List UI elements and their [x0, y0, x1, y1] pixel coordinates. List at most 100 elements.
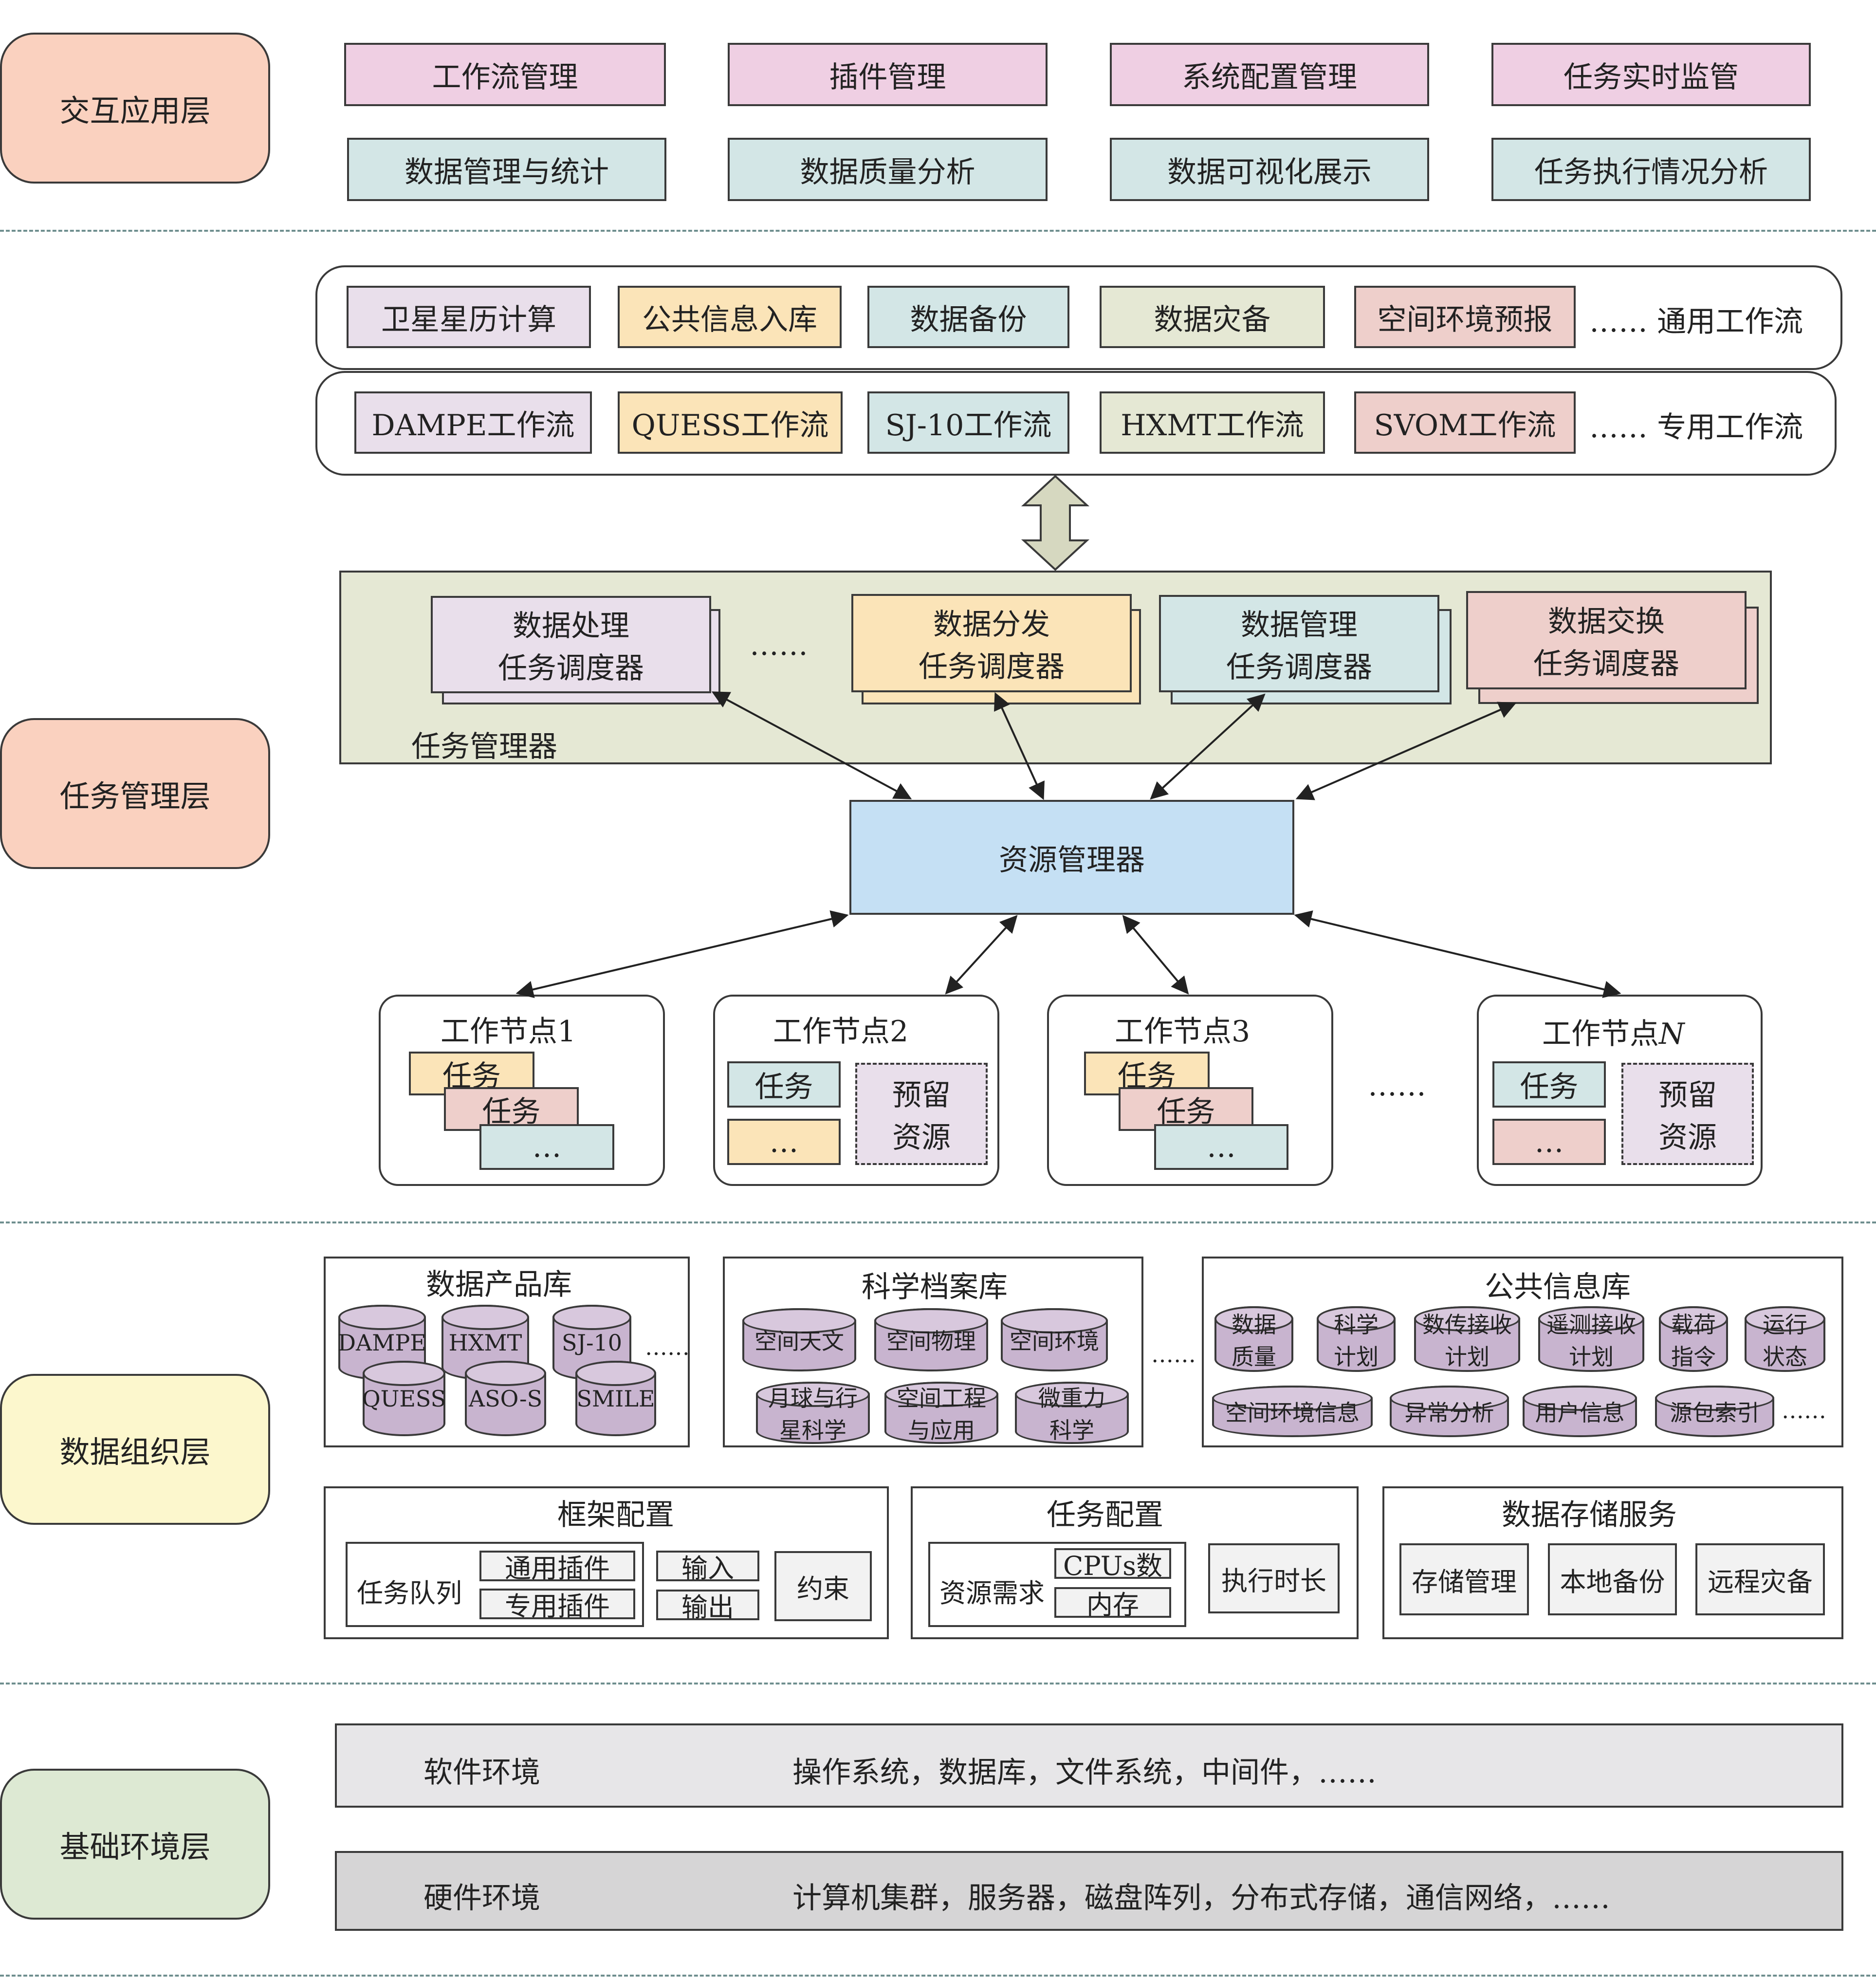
software-env-label: 软件环境	[423, 1756, 540, 1790]
db-label: 源包索引	[1670, 1400, 1760, 1426]
workflow-management-box[interactable]: 工作流管理	[344, 43, 666, 106]
db-label: 状态	[1763, 1343, 1807, 1370]
libraries-ellipsis: ……	[1151, 1341, 1196, 1368]
storage-management-item[interactable]: 存储管理	[1399, 1543, 1529, 1615]
space-environment-db-icon[interactable]: 空间环境	[1001, 1308, 1108, 1371]
hardware-env-desc: 计算机集群，服务器，磁盘阵列，分布式存储，通信网络，……	[792, 1881, 1610, 1915]
data-backup-workflow[interactable]: 数据备份	[867, 286, 1069, 348]
box-label: 数据备份	[910, 302, 1027, 337]
packet-index-db-icon[interactable]: 源包索引	[1655, 1386, 1774, 1437]
constraint-item[interactable]: 约束	[774, 1551, 872, 1621]
box-label: 数据质量分析	[800, 155, 975, 189]
remote-backup-item[interactable]: 远程灾备	[1695, 1543, 1825, 1615]
box-label: 插件管理	[829, 60, 946, 94]
public-info-ingest-workflow[interactable]: 公共信息入库	[618, 286, 842, 348]
general-plugin-item[interactable]: 通用插件	[479, 1551, 635, 1584]
node-task: 任务	[1119, 1087, 1253, 1131]
scheduler-line1: 数据管理	[1241, 608, 1358, 642]
downlink-plan-db-icon[interactable]: 数传接收计划	[1414, 1306, 1520, 1372]
svom-workflow[interactable]: SVOM工作流	[1354, 391, 1576, 454]
arrow	[515, 910, 849, 999]
duration-item[interactable]: 执行时长	[1208, 1543, 1340, 1613]
data-stats-box[interactable]: 数据管理与统计	[347, 138, 666, 201]
anomaly-analysis-db-icon[interactable]: 异常分析	[1390, 1386, 1509, 1437]
output-item[interactable]: 输出	[656, 1590, 759, 1623]
worker-node-title-text: 工作节点	[1542, 1017, 1659, 1051]
item-label: 执行时长	[1221, 1565, 1326, 1596]
cpus-item[interactable]: CPUs数	[1054, 1548, 1171, 1581]
task-execution-box[interactable]: 任务执行情况分析	[1491, 138, 1811, 201]
dampe-workflow[interactable]: DAMPE工作流	[354, 391, 592, 454]
box-label: 系统配置管理	[1182, 60, 1357, 94]
space-weather-workflow[interactable]: 空间环境预报	[1354, 286, 1576, 348]
software-env-desc: 操作系统，数据库，文件系统，中间件，……	[792, 1756, 1377, 1790]
layer-infrastructure: 基础环境层	[0, 1769, 270, 1920]
layer-data-organization: 数据组织层	[0, 1374, 270, 1525]
ephemeris-workflow[interactable]: 卫星星历计算	[347, 286, 591, 348]
task-label: 任务	[1157, 1094, 1215, 1129]
hxmt-workflow[interactable]: HXMT工作流	[1100, 391, 1325, 454]
separator	[0, 1683, 1876, 1684]
db-label: 质量	[1232, 1343, 1276, 1370]
quess-db-icon[interactable]: QUESS	[362, 1361, 446, 1436]
data-visualization-box[interactable]: 数据可视化展示	[1110, 138, 1429, 201]
input-item[interactable]: 输入	[656, 1551, 759, 1584]
layer-infrastructure-label: 基础环境层	[59, 1829, 211, 1865]
hxmt-db-icon[interactable]: HXMT	[441, 1305, 529, 1380]
plugin-management-box[interactable]: 插件管理	[728, 43, 1048, 106]
scheduler-line1: 数据处理	[513, 609, 629, 643]
telemetry-plan-db-icon[interactable]: 遥测接收计划	[1538, 1306, 1644, 1372]
data-exchange-scheduler[interactable]: 数据交换 任务调度器	[1466, 591, 1747, 689]
software-environment	[335, 1723, 1843, 1808]
sj10-workflow[interactable]: SJ-10工作流	[867, 391, 1069, 454]
aso-s-db-icon[interactable]: ASO-S	[465, 1361, 546, 1436]
data-quality-db-icon[interactable]: 数据质量	[1214, 1306, 1293, 1372]
user-info-db-icon[interactable]: 用户信息	[1523, 1386, 1637, 1437]
data-processing-scheduler[interactable]: 数据处理 任务调度器	[431, 596, 711, 693]
task-queue-label: 任务队列	[357, 1578, 462, 1609]
box-label: 数据可视化展示	[1167, 155, 1372, 189]
nodes-ellipsis: ……	[1368, 1069, 1426, 1103]
db-ellipsis: ……	[645, 1334, 690, 1360]
box-label: 任务执行情况分析	[1534, 155, 1768, 189]
db-label: 月球与行	[768, 1385, 858, 1411]
item-label: 通用插件	[505, 1553, 610, 1584]
scheduler-line2: 任务调度器	[1533, 647, 1679, 681]
separator	[0, 1975, 1876, 1977]
data-management-scheduler[interactable]: 数据管理 任务调度器	[1159, 595, 1439, 692]
space-physics-db-icon[interactable]: 空间物理	[874, 1308, 988, 1371]
box-label: 工作流管理	[432, 60, 578, 94]
resource-manager[interactable]: 资源管理器	[849, 800, 1294, 915]
memory-item[interactable]: 内存	[1054, 1587, 1171, 1620]
box-label: 任务实时监管	[1563, 60, 1739, 94]
storage-service	[1382, 1486, 1843, 1639]
db-label: ASO-S	[468, 1385, 543, 1412]
worker-node-2[interactable]	[713, 995, 999, 1186]
scheduler-line1: 数据分发	[933, 608, 1050, 642]
worker-node-title-suffix: N	[1659, 1017, 1685, 1051]
space-astronomy-db-icon[interactable]: 空间天文	[742, 1308, 856, 1371]
system-config-box[interactable]: 系统配置管理	[1110, 43, 1429, 106]
task-monitoring-box[interactable]: 任务实时监管	[1491, 43, 1811, 106]
box-label: SJ-10工作流	[885, 408, 1052, 443]
science-plan-db-icon[interactable]: 科学计划	[1317, 1306, 1396, 1372]
disaster-backup-workflow[interactable]: 数据灾备	[1100, 286, 1325, 348]
space-env-info-db-icon[interactable]: 空间环境信息	[1212, 1386, 1373, 1437]
data-distribution-scheduler[interactable]: 数据分发 任务调度器	[851, 594, 1132, 692]
node-more: …	[1154, 1124, 1288, 1170]
microgravity-db-icon[interactable]: 微重力科学	[1015, 1382, 1129, 1444]
smile-db-icon[interactable]: SMILE	[575, 1361, 656, 1436]
data-product-library	[324, 1257, 690, 1447]
space-engineering-db-icon[interactable]: 空间工程与应用	[884, 1382, 998, 1444]
special-plugin-item[interactable]: 专用插件	[479, 1589, 635, 1622]
quess-workflow[interactable]: QUESS工作流	[618, 391, 843, 454]
config-title: 任务配置	[1047, 1498, 1163, 1532]
lunar-planetary-db-icon[interactable]: 月球与行星科学	[756, 1382, 870, 1444]
operation-status-db-icon[interactable]: 运行状态	[1745, 1306, 1825, 1372]
config-title: 数据存储服务	[1502, 1498, 1677, 1532]
db-label: 异常分析	[1404, 1400, 1494, 1426]
worker-node-3[interactable]	[1047, 995, 1333, 1186]
data-quality-box[interactable]: 数据质量分析	[728, 138, 1048, 201]
payload-command-db-icon[interactable]: 载荷指令	[1659, 1306, 1728, 1372]
local-backup-item[interactable]: 本地备份	[1548, 1543, 1677, 1615]
